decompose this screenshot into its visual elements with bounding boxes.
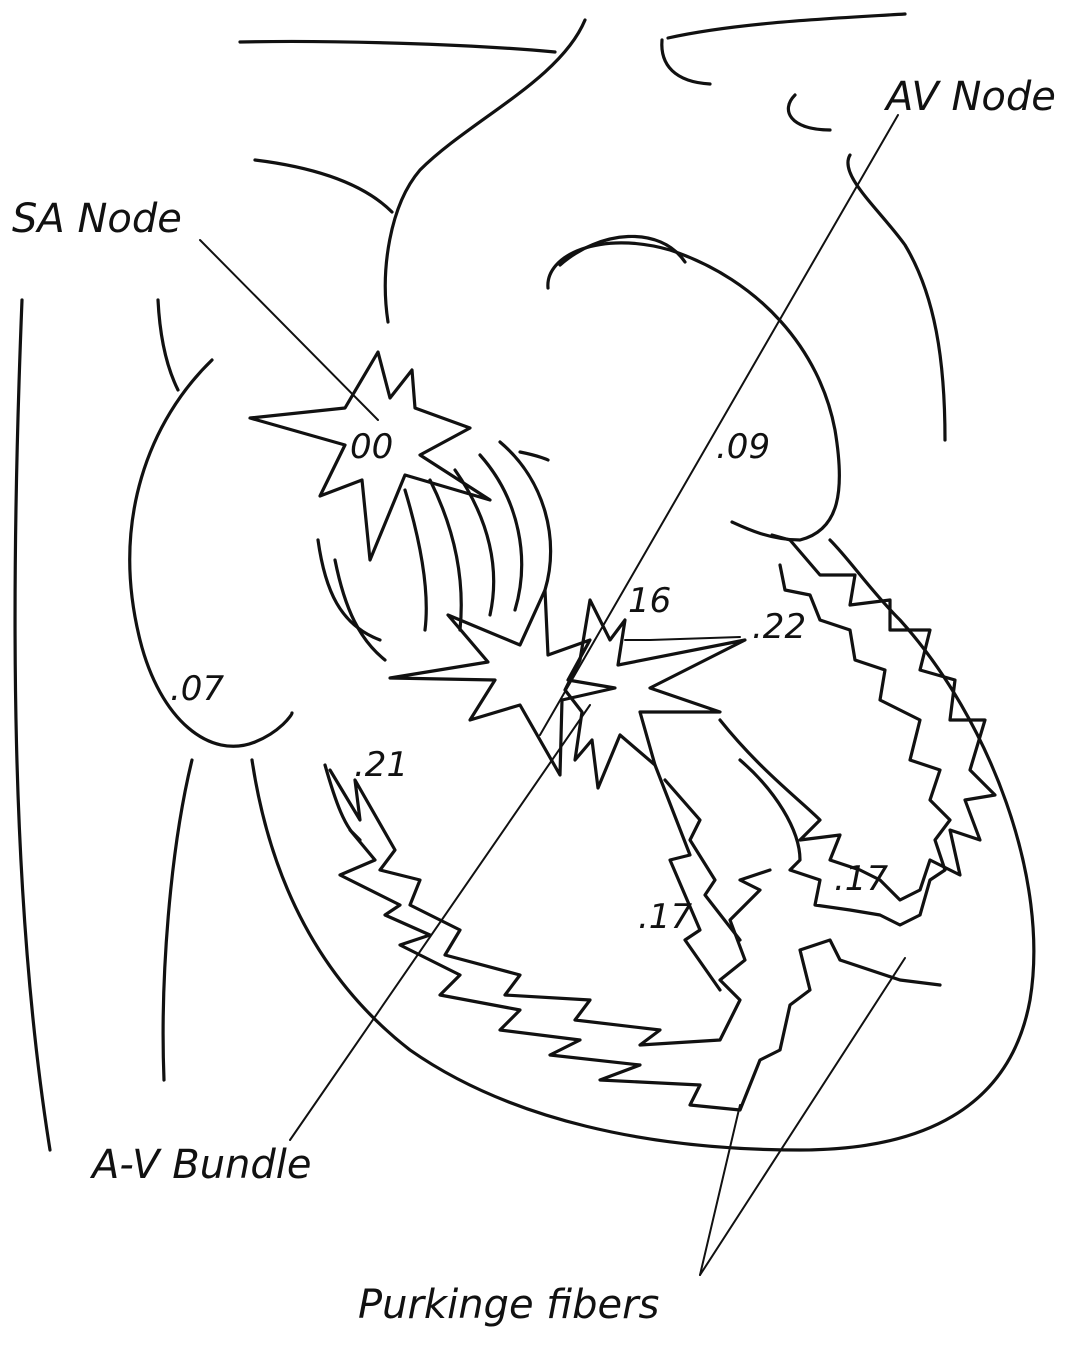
sa-node-leader — [200, 240, 378, 420]
label-sa-node: SA Node — [12, 196, 182, 242]
label-purkinje: Purkinge fibers — [358, 1282, 659, 1328]
label-av-bundle: A-V Bundle — [89, 1142, 312, 1188]
purkinje-leader-left — [700, 1105, 740, 1275]
time-av: 16 — [628, 581, 671, 621]
av-bundle-leader — [290, 705, 590, 1140]
time-left-upper: .22 — [752, 607, 806, 647]
atrial-conduction-lines — [405, 442, 551, 630]
heart-outline — [15, 14, 1034, 1150]
time-sa: 00 — [350, 427, 393, 467]
av-node-leader — [540, 115, 898, 735]
time-septum: .17 — [638, 897, 692, 937]
time-right-atrium: .07 — [170, 669, 224, 709]
time-left-ventricle: .17 — [834, 859, 888, 899]
leader-lines — [200, 115, 905, 1275]
purkinje-leader-right — [700, 958, 905, 1275]
time-left-atrium: .09 — [716, 427, 770, 467]
label-av-node: AV Node — [883, 74, 1056, 120]
time-right-ventricle: .21 — [354, 745, 408, 785]
